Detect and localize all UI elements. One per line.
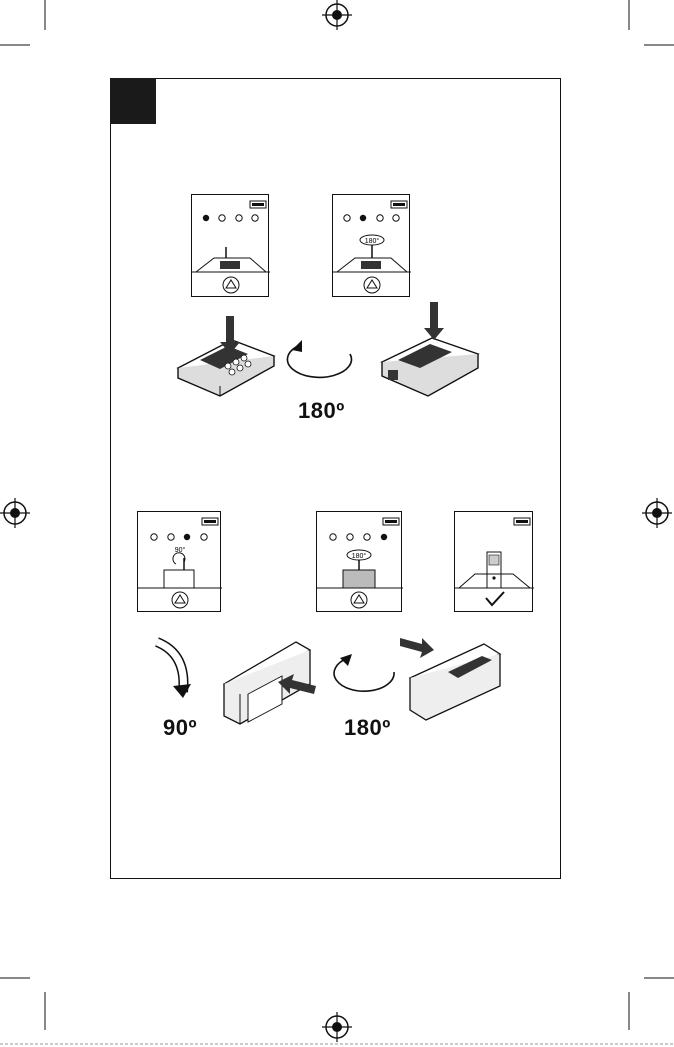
step-badge bbox=[110, 78, 156, 124]
screen-bottom-2: 180° bbox=[316, 511, 402, 612]
battery-icon bbox=[202, 518, 218, 525]
up-triangle-button-icon bbox=[351, 592, 367, 608]
device-illustration-top-left bbox=[170, 316, 280, 398]
up-triangle-button-icon bbox=[172, 592, 188, 608]
checkmark-icon bbox=[486, 592, 504, 605]
screen-top-1 bbox=[191, 194, 269, 297]
device-illustration-bottom-right bbox=[400, 630, 504, 722]
device-illustration-top-right bbox=[374, 300, 484, 400]
battery-icon bbox=[514, 518, 530, 525]
rotation-arrow-icon bbox=[330, 652, 400, 702]
annotation-top-2: 180° bbox=[365, 237, 380, 245]
rotation-arrow-icon bbox=[153, 640, 199, 700]
battery-icon bbox=[250, 201, 266, 208]
rotation-label-top: 180º bbox=[298, 398, 345, 424]
device-illustration-bottom-left bbox=[218, 634, 318, 724]
screen-bottom-1: 90° bbox=[137, 511, 221, 612]
rotation-label-bottom-left: 90º bbox=[163, 715, 197, 741]
screen-top-2: 180° bbox=[332, 194, 410, 297]
up-triangle-button-icon bbox=[364, 277, 380, 293]
battery-icon bbox=[391, 201, 407, 208]
press-arrow-icon bbox=[424, 302, 444, 340]
rotation-arrow-icon bbox=[288, 336, 360, 386]
rotation-label-bottom-right: 180º bbox=[344, 715, 391, 741]
annotation-bottom-2: 180° bbox=[352, 552, 367, 560]
battery-icon bbox=[383, 518, 399, 525]
screen-bottom-3 bbox=[454, 511, 533, 612]
press-arrow-icon bbox=[400, 638, 434, 658]
up-triangle-button-icon bbox=[223, 277, 239, 293]
